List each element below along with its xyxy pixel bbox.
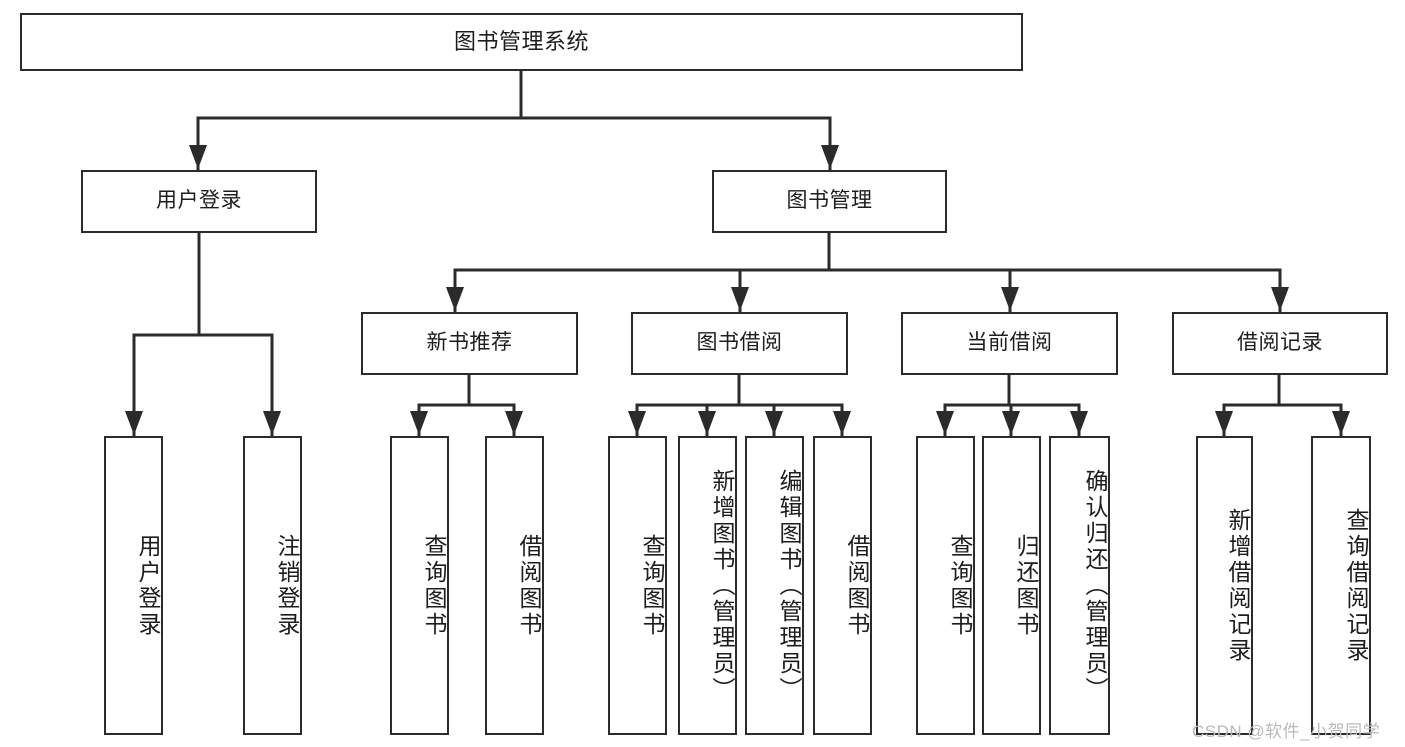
node-label: 当前借阅: [966, 331, 1053, 355]
connector-图书管理-2-arrowhead-0: [446, 287, 464, 311]
connector-图书管理系统-0-arrowhead-0: [189, 145, 207, 169]
node-label: 注销登录: [274, 533, 300, 638]
node-leaf-注销登录-1[interactable]: 注销登录: [243, 436, 302, 735]
csdn-watermark: CSDN @软件_小贺同学: [1192, 722, 1381, 741]
node-leaf-归还图书-9[interactable]: 归还图书: [982, 436, 1041, 735]
connector-新书推荐-3-arrowhead-0: [410, 411, 428, 435]
node-label: 查询图书: [947, 533, 973, 638]
node-label: 归还图书: [1013, 533, 1039, 638]
connector-当前借阅-5-arrowhead-2: [1070, 411, 1088, 435]
node-leaf-查询借阅记录-12[interactable]: 查询借阅记录: [1311, 436, 1371, 735]
connector-图书借阅-4-arrowhead-1: [698, 411, 716, 435]
node-label: 借阅图书: [516, 533, 542, 638]
node-label: 用户登录: [156, 189, 242, 213]
connector-图书借阅-4-arrowhead-0: [628, 411, 646, 435]
node-leaf-用户登录-0[interactable]: 用户登录: [104, 436, 163, 735]
node-label: 借阅记录: [1237, 331, 1323, 355]
node-level2-用户登录-0[interactable]: 用户登录: [81, 170, 317, 233]
node-label: 新书推荐: [426, 331, 513, 355]
node-level3-图书借阅-1[interactable]: 图书借阅: [631, 312, 848, 375]
node-label: 图书借阅: [696, 331, 783, 355]
node-leaf-借阅图书-3[interactable]: 借阅图书: [485, 436, 544, 735]
connector-图书管理-2-arrowhead-2: [1001, 287, 1019, 311]
node-level3-当前借阅-2[interactable]: 当前借阅: [901, 312, 1118, 375]
node-level3-借阅记录-3[interactable]: 借阅记录: [1172, 312, 1388, 375]
node-label: 查询借阅记录: [1343, 507, 1369, 664]
connector-新书推荐-3-arrowhead-1: [505, 411, 523, 435]
node-label: 新增图书（管理员）: [709, 468, 735, 703]
connector-图书借阅-4-arrowhead-2: [765, 411, 783, 435]
node-label: 查询图书: [421, 533, 447, 638]
node-level3-新书推荐-0[interactable]: 新书推荐: [361, 312, 578, 375]
node-leaf-查询图书-8[interactable]: 查询图书: [916, 436, 975, 735]
node-leaf-借阅图书-7[interactable]: 借阅图书: [813, 436, 872, 735]
node-leaf-新增借阅记录-11[interactable]: 新增借阅记录: [1196, 436, 1253, 735]
node-label: 图书管理系统: [453, 29, 589, 55]
connector-图书管理-2-arrowhead-3: [1271, 287, 1289, 311]
connector-当前借阅-5-arrowhead-0: [936, 411, 954, 435]
node-label: 新增借阅记录: [1225, 507, 1251, 664]
node-level2-图书管理-1[interactable]: 图书管理: [712, 170, 947, 233]
node-leaf-确认归还管理员-10[interactable]: 确认归还（管理员）: [1049, 436, 1110, 735]
node-label: 图书管理: [786, 189, 873, 213]
node-leaf-查询图书-4[interactable]: 查询图书: [608, 436, 667, 735]
connector-图书借阅-4-arrowhead-3: [833, 411, 851, 435]
node-leaf-查询图书-2[interactable]: 查询图书: [390, 436, 449, 735]
connector-图书管理系统-0-arrowhead-1: [821, 145, 839, 169]
connector-用户登录-1-arrowhead-0: [125, 411, 143, 435]
node-leaf-编辑图书管理员-6[interactable]: 编辑图书（管理员）: [745, 436, 804, 735]
connector-用户登录-1-arrowhead-1: [263, 411, 281, 435]
node-label: 编辑图书（管理员）: [776, 468, 802, 703]
connector-借阅记录-6-arrowhead-0: [1215, 411, 1233, 435]
node-label: 借阅图书: [844, 533, 870, 638]
node-label: 确认归还（管理员）: [1082, 468, 1108, 703]
node-label: 查询图书: [639, 533, 665, 638]
connector-图书管理-2-arrowhead-1: [731, 287, 749, 311]
node-label: 用户登录: [135, 533, 161, 638]
node-root-图书管理系统[interactable]: 图书管理系统: [20, 13, 1023, 71]
connector-当前借阅-5-arrowhead-1: [1002, 411, 1020, 435]
node-leaf-新增图书管理员-5[interactable]: 新增图书（管理员）: [678, 436, 737, 735]
connector-借阅记录-6-arrowhead-1: [1332, 411, 1350, 435]
